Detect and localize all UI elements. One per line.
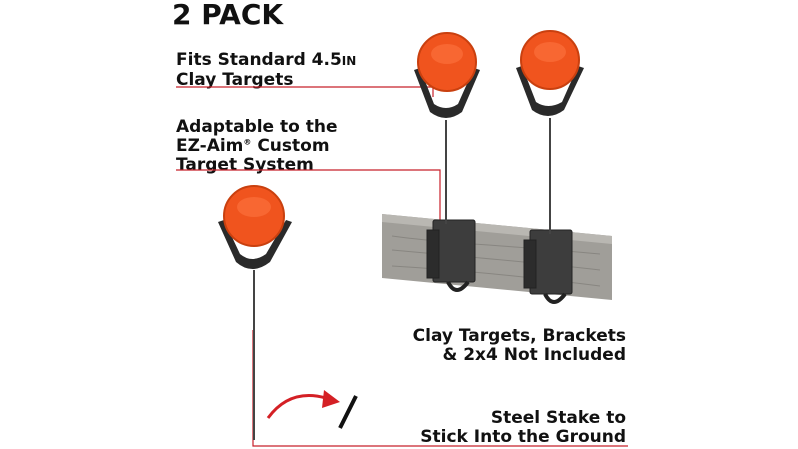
callout-stake: Steel Stake to Stick Into the Ground bbox=[384, 409, 626, 447]
curved-arrow-icon bbox=[266, 390, 340, 419]
target-holder-left-icon bbox=[414, 68, 480, 118]
callout-not-included-line1: Clay Targets, Brackets bbox=[412, 326, 626, 346]
leader-line-adaptable bbox=[176, 169, 441, 222]
steel-stake-icon bbox=[338, 395, 358, 429]
target-stand-right bbox=[516, 30, 584, 234]
bracket-left-icon bbox=[426, 219, 476, 292]
leader-line-stake bbox=[252, 330, 628, 447]
callout-not-included-line2: & 2x4 Not Included bbox=[442, 345, 626, 365]
callout-fits-line2: Clay Targets bbox=[176, 70, 294, 90]
callout-fits: Fits Standard 4.5IN Clay Targets bbox=[176, 51, 356, 90]
target-holder-stake-icon bbox=[218, 220, 292, 269]
target-stand-left bbox=[414, 32, 480, 224]
pack-title: 2 PACK bbox=[172, 0, 284, 31]
target-stand-stake bbox=[218, 185, 292, 440]
target-holder-right-icon bbox=[516, 66, 584, 116]
leader-line-fits bbox=[176, 86, 434, 97]
bracket-right-icon bbox=[523, 229, 573, 304]
callout-not-included: Clay Targets, Brackets & 2x4 Not Include… bbox=[384, 327, 626, 365]
callout-fits-line1: Fits Standard 4.5 bbox=[176, 50, 342, 70]
callout-adaptable-line1: Adaptable to the bbox=[176, 117, 338, 137]
callout-stake-line1: Steel Stake to bbox=[490, 408, 626, 428]
callout-fits-unit: IN bbox=[341, 54, 357, 68]
callout-stake-line2: Stick Into the Ground bbox=[420, 427, 626, 447]
wood-board-icon bbox=[382, 214, 612, 300]
callout-adaptable-line2-suffix: Custom bbox=[251, 136, 330, 156]
callout-adaptable-brand: EZ-Aim bbox=[176, 136, 244, 156]
registered-mark: ® bbox=[243, 137, 252, 147]
